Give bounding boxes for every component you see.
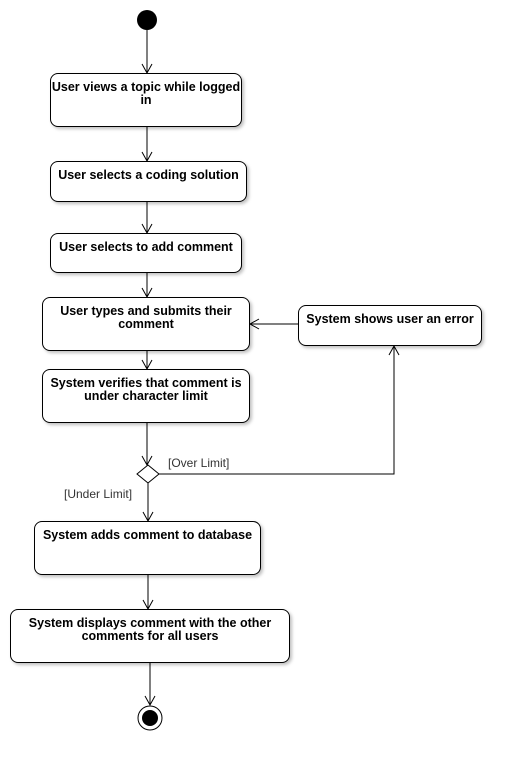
activity-verify-limit: System verifies that comment is under ch… — [42, 369, 250, 423]
activity-select-add-comment: User selects to add comment — [50, 233, 242, 273]
activity-display-comment-label: System displays comment with the other c… — [28, 616, 272, 643]
activity-select-add-comment-label: User selects to add comment — [59, 240, 233, 254]
activity-show-error-label: System shows user an error — [306, 312, 474, 326]
activity-type-submit-label: User types and submits their comment — [60, 304, 232, 331]
final-node — [137, 705, 163, 731]
activity-view-topic: User views a topic while logged in — [50, 73, 242, 127]
decision-node — [136, 464, 160, 484]
activity-display-comment: System displays comment with the other c… — [10, 609, 290, 663]
guard-over-limit: [Over Limit] — [168, 456, 230, 470]
activity-select-solution: User selects a coding solution — [50, 161, 247, 202]
activity-type-submit: User types and submits their comment — [42, 297, 250, 351]
activity-add-to-database: System adds comment to database — [34, 521, 261, 575]
initial-node — [137, 10, 157, 30]
flow-over-limit — [159, 344, 400, 475]
activity-show-error: System shows user an error — [298, 305, 482, 346]
activity-view-topic-label: User views a topic while logged in — [51, 80, 241, 107]
guard-under-limit: [Under Limit] — [64, 487, 133, 501]
activity-verify-limit-label: System verifies that comment is under ch… — [50, 376, 242, 403]
activity-select-solution-label: User selects a coding solution — [58, 168, 239, 182]
activity-add-to-database-label: System adds comment to database — [42, 528, 253, 542]
